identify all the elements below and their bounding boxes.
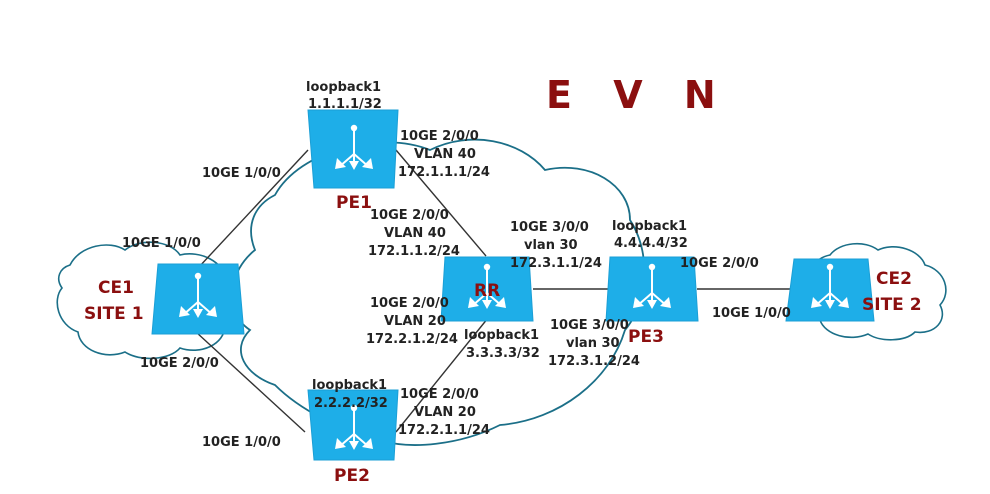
ce2-device[interactable] (785, 258, 875, 322)
link-pe2-ce1 (195, 331, 306, 433)
pe1-loopback-name: loopback1 (306, 80, 381, 95)
pe3-loopback-name: loopback1 (612, 219, 687, 234)
pe2-loopback-address: 2.2.2.2/32 (314, 396, 388, 411)
site1-label: SITE 1 (84, 304, 144, 324)
rr-pe3-rr-ip: 172.3.1.1/24 (510, 256, 602, 271)
pe3-label: PE3 (628, 327, 664, 347)
pe1-device[interactable] (307, 109, 399, 189)
pe1-label: PE1 (336, 193, 372, 213)
pe2-loopback-name: loopback1 (312, 378, 387, 393)
rr-pe3-pe3-vlan: vlan 30 (566, 336, 620, 351)
pe1-rr-pe1-if: 10GE 2/0/0 (400, 129, 479, 144)
rr-pe3-rr-if: 10GE 3/0/0 (510, 220, 589, 235)
link-pe2-rr (395, 317, 489, 433)
pe1-rr-rr-vlan: VLAN 40 (384, 226, 446, 241)
pe2-rr-rr-vlan: VLAN 20 (384, 314, 446, 329)
diagram-title: E V N (546, 73, 730, 117)
ce2-label: CE2 (876, 269, 912, 289)
link-pe1-rr (395, 149, 487, 257)
link-pe1-ce1 (197, 149, 309, 269)
pe2-rr-pe2-ip: 172.2.1.1/24 (398, 423, 490, 438)
pe2-rr-pe2-vlan: VLAN 20 (414, 405, 476, 420)
pe1-ce1-pe1-if: 10GE 1/0/0 (202, 166, 281, 181)
pe2-device[interactable] (307, 389, 399, 461)
ce1-device[interactable] (151, 263, 245, 335)
pe2-rr-rr-if: 10GE 2/0/0 (370, 296, 449, 311)
rr-pe3-pe3-if: 10GE 3/0/0 (550, 318, 629, 333)
pe2-ce1-ce1-if: 10GE 2/0/0 (140, 356, 219, 371)
rr-device[interactable] (440, 256, 534, 322)
pe3-ce2-ce2-if: 10GE 1/0/0 (712, 306, 791, 321)
pe1-loopback-address: 1.1.1.1/32 (308, 97, 382, 112)
rr-loopback-address: 3.3.3.3/32 (466, 346, 540, 361)
pe3-loopback-address: 4.4.4.4/32 (614, 236, 688, 251)
site2-label: SITE 2 (862, 295, 922, 315)
pe3-device[interactable] (605, 256, 699, 322)
pe2-rr-rr-ip: 172.2.1.2/24 (366, 332, 458, 347)
backbone-cloud (230, 138, 646, 446)
pe2-ce1-pe2-if: 10GE 1/0/0 (202, 435, 281, 450)
pe1-rr-rr-if: 10GE 2/0/0 (370, 208, 449, 223)
rr-pe3-pe3-ip: 172.3.1.2/24 (548, 354, 640, 369)
pe2-rr-pe2-if: 10GE 2/0/0 (400, 387, 479, 402)
links (195, 149, 792, 433)
ce1-label: CE1 (98, 278, 134, 298)
pe3-ce2-pe3-if: 10GE 2/0/0 (680, 256, 759, 271)
pe1-rr-rr-ip: 172.1.1.2/24 (368, 244, 460, 259)
rr-pe3-rr-vlan: vlan 30 (524, 238, 578, 253)
pe2-label: PE2 (334, 466, 370, 486)
rr-loopback-name: loopback1 (464, 328, 539, 343)
pe1-ce1-ce1-if: 10GE 1/0/0 (122, 236, 201, 251)
pe1-rr-pe1-ip: 172.1.1.1/24 (398, 165, 490, 180)
rr-label: RR (474, 281, 500, 301)
pe1-rr-pe1-vlan: VLAN 40 (414, 147, 476, 162)
